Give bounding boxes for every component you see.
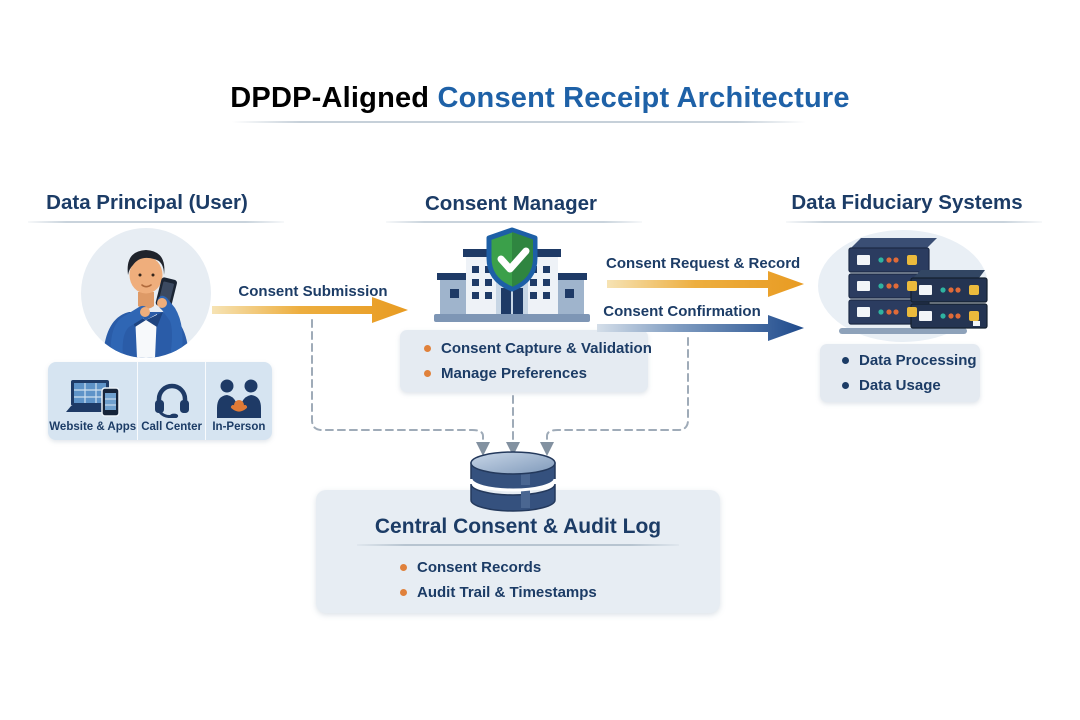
database-icon (469, 451, 557, 512)
panel-bullet: Audit Trail & Timestamps (400, 580, 720, 605)
data-fiduciary-heading: Data Fiduciary Systems (791, 191, 1023, 214)
bullet-dot (842, 382, 849, 389)
bullet-text: Consent Records (417, 559, 542, 576)
heading-underline (357, 544, 679, 546)
consent-request-record-arrow (607, 271, 804, 297)
panel-bullet: Manage Preferences (424, 361, 648, 386)
central-audit-log-heading: Central Consent & Audit Log (374, 515, 662, 538)
panel-bullet: Data Usage (842, 373, 980, 398)
bullet-dot (424, 345, 431, 352)
bullet-dot (424, 370, 431, 377)
bullet-dot (400, 564, 407, 571)
page-title-rest: Consent Receipt Architecture (437, 82, 850, 114)
channels-box: Website & Apps Call Center In-Person (48, 362, 272, 440)
heading-underline (386, 221, 642, 223)
consent-manager-heading: Consent Manager (425, 192, 597, 215)
channel-label: Website & Apps (49, 421, 137, 433)
channel-label: Call Center (141, 421, 202, 433)
consent-request-record-label: Consent Request & Record (606, 255, 801, 272)
channel-call-center: Call Center (137, 362, 204, 440)
bullet-text: Data Processing (859, 352, 977, 369)
heading-underline (786, 221, 1042, 223)
heading-underline (28, 221, 284, 223)
consent-manager-building-shield-illustration (434, 227, 590, 322)
title-underline (232, 121, 806, 123)
data-principal-user-illustration (81, 228, 211, 358)
page-title-highlight: DPDP-Aligned (230, 82, 430, 114)
consent-submission-label: Consent Submission (238, 283, 388, 300)
consent-submission-arrow (212, 297, 408, 323)
channel-website-apps: Website & Apps (48, 362, 137, 440)
channel-label: In-Person (212, 421, 266, 433)
bullet-dot (842, 357, 849, 364)
data-fiduciary-panel: Data Processing Data Usage (820, 344, 980, 402)
bullet-dot (400, 589, 407, 596)
page-title: DPDP-Aligned Consent Receipt Architectur… (0, 82, 1080, 115)
panel-bullet: Data Processing (842, 348, 980, 373)
channel-in-person: In-Person (204, 362, 272, 440)
consent-confirmation-label: Consent Confirmation (603, 303, 761, 320)
bullet-text: Audit Trail & Timestamps (417, 584, 597, 601)
headset-icon (154, 383, 189, 418)
bullet-text: Data Usage (859, 377, 941, 394)
data-principal-heading: Data Principal (User) (46, 191, 248, 214)
panel-bullet: Consent Records (400, 555, 720, 580)
consent-confirmation-arrow (597, 315, 804, 341)
laptop-phone-icon (65, 380, 120, 417)
handshake-icon (216, 379, 261, 418)
bullet-text: Manage Preferences (441, 365, 587, 382)
data-fiduciary-servers-illustration (818, 230, 988, 342)
